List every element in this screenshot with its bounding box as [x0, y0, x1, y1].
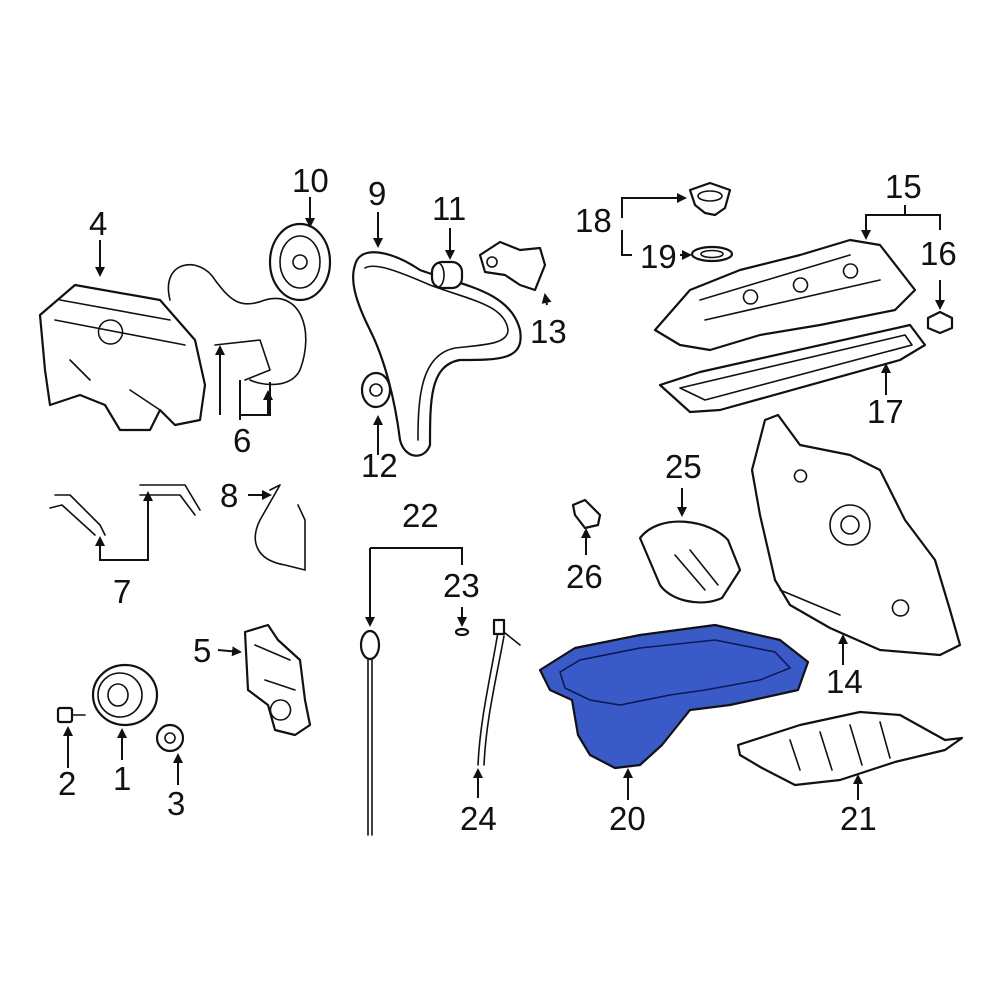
callout-15: 15 [885, 168, 922, 205]
callout-7: 7 [113, 573, 131, 610]
callout-12: 12 [361, 447, 398, 484]
part-10-pulley[interactable] [268, 222, 332, 302]
part-22-dipstick[interactable] [359, 629, 381, 836]
part-13-bracket[interactable] [478, 240, 547, 292]
part-23-oring[interactable] [454, 627, 470, 637]
callout-18: 18 [575, 202, 612, 239]
part-17-gasket[interactable] [658, 323, 927, 414]
part-8-clip[interactable] [254, 484, 306, 571]
leader-lines [63, 193, 945, 800]
part-5-bracket[interactable] [243, 623, 312, 737]
callout-1: 1 [113, 760, 131, 797]
part-15-valve-cover[interactable] [653, 238, 917, 352]
callout-5: 5 [193, 632, 211, 669]
callout-21: 21 [840, 800, 877, 837]
callout-8: 8 [220, 477, 238, 514]
part-25-oil-filter[interactable] [638, 520, 742, 604]
part-12-tensioner[interactable] [360, 371, 392, 409]
callout-labels: 1 2 3 4 5 6 7 8 9 10 11 12 13 14 15 16 1… [58, 162, 957, 837]
callout-9: 9 [368, 175, 386, 212]
callout-11: 11 [432, 190, 466, 227]
callout-2: 2 [58, 765, 76, 802]
callout-23: 23 [443, 567, 480, 604]
callout-13: 13 [530, 313, 567, 350]
part-18-oil-cap[interactable] [688, 181, 732, 217]
part-24-tube[interactable] [477, 618, 521, 766]
part-4-timing-cover[interactable] [38, 283, 207, 432]
callout-26: 26 [566, 558, 603, 595]
callout-25: 25 [665, 448, 702, 485]
callout-22: 22 [402, 497, 439, 534]
callout-17: 17 [867, 393, 904, 430]
callout-6: 6 [233, 422, 251, 459]
part-14-timing-case[interactable] [750, 413, 962, 657]
part-26-sensor[interactable] [571, 498, 602, 530]
callout-19: 19 [640, 238, 677, 275]
part-6-gasket[interactable] [167, 264, 307, 386]
callout-3: 3 [167, 785, 185, 822]
callout-4: 4 [89, 205, 107, 242]
part-21-skid-plate[interactable] [736, 710, 964, 787]
part-2-bolt[interactable] [56, 706, 86, 724]
callout-10: 10 [292, 162, 329, 199]
callout-16: 16 [920, 235, 957, 272]
part-19-cap-gasket[interactable] [690, 245, 734, 263]
part-20-oil-pan[interactable] [538, 623, 810, 770]
part-1-crank-pulley[interactable] [91, 663, 159, 727]
part-11-idler[interactable] [430, 260, 464, 290]
callout-24: 24 [460, 800, 497, 837]
part-3-sprocket[interactable] [155, 723, 185, 753]
part-16-nut[interactable] [926, 310, 954, 335]
callout-14: 14 [826, 663, 863, 700]
part-7-hoses[interactable] [49, 484, 201, 536]
callout-20: 20 [609, 800, 646, 837]
